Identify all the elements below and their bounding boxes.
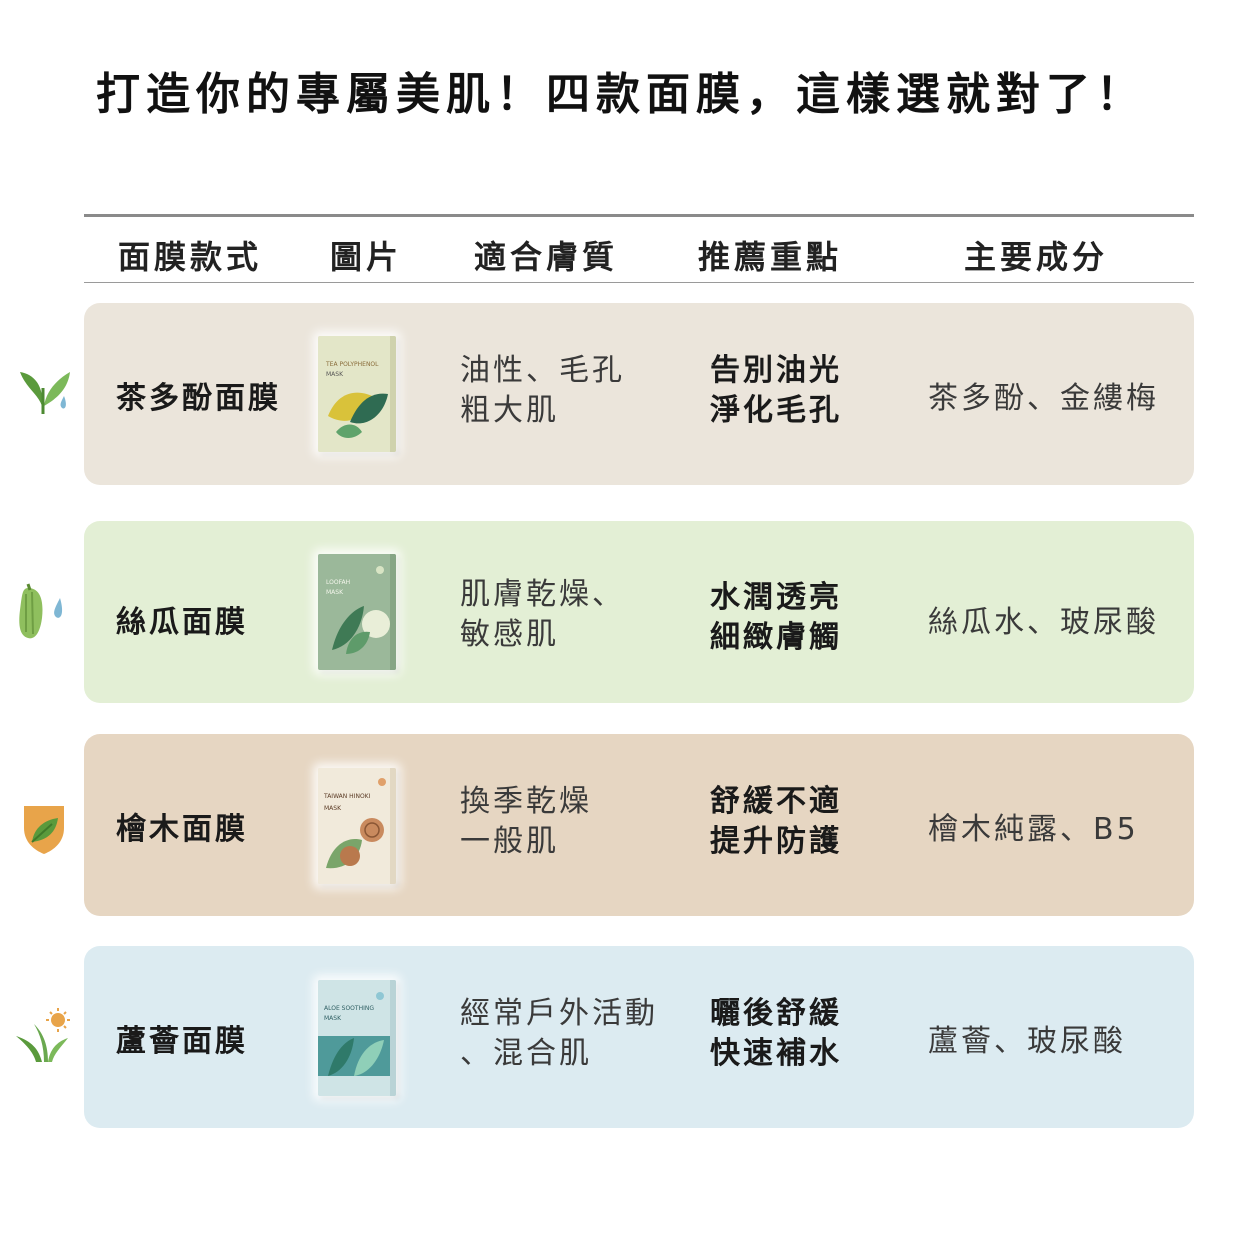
row-name: 絲瓜面膜 (116, 605, 248, 640)
header-top-rule (84, 214, 1194, 217)
loofah-mask-package-image: LOOFAH MASK (318, 554, 396, 670)
point-line-2: 快速補水 (710, 1036, 842, 1071)
point-line-1: 舒緩不適 (710, 784, 842, 819)
package-sub: MASK (326, 371, 344, 378)
skin-line-1: 油性、毛孔 (460, 353, 625, 388)
package-text: TAIWAN HINOKI (323, 793, 371, 800)
header-point: 推薦重點 (698, 238, 843, 276)
package-sub: MASK (326, 589, 344, 596)
package-text: ALOE SOOTHING (324, 1005, 374, 1012)
skin-line-2: 敏感肌 (460, 617, 559, 652)
header-ingredients: 主要成分 (964, 238, 1109, 276)
row-name: 檜木面膜 (116, 812, 248, 847)
ingredients: 絲瓜水、玻尿酸 (928, 605, 1159, 640)
point-line-2: 細緻膚觸 (710, 620, 842, 655)
page-title: 打造你的專屬美肌！四款面膜，這樣選就對了！ (96, 69, 1146, 120)
shield-leaf-icon (14, 798, 74, 858)
loofah-icon (14, 582, 74, 642)
row-hinoki: 檜木面膜 TAIWAN HINOKI MASK 換季乾燥 一般肌 舒緩不適 提升… (84, 734, 1194, 916)
row-name: 蘆薈面膜 (116, 1024, 248, 1059)
package-text: TEA POLYPHENOL (325, 361, 379, 368)
skin-line-1: 換季乾燥 (460, 784, 592, 819)
header-skin: 適合膚質 (474, 238, 619, 276)
point-line-1: 曬後舒緩 (710, 996, 842, 1031)
ingredients: 檜木純露、B5 (928, 812, 1139, 847)
row-tea: 茶多酚面膜 TEA POLYPHENOL MASK 油性、毛孔 粗大肌 告別油光… (84, 303, 1194, 485)
point-line-1: 告別油光 (710, 353, 842, 388)
aloe-sun-icon (14, 1006, 74, 1066)
package-sub: MASK (324, 805, 342, 812)
header-bottom-rule (84, 282, 1194, 283)
point-line-2: 提升防護 (710, 824, 842, 859)
row-loofah: 絲瓜面膜 LOOFAH MASK 肌膚乾燥、 敏感肌 水潤透亮 細緻膚觸 絲瓜水… (84, 521, 1194, 703)
skin-line-1: 肌膚乾燥、 (460, 577, 625, 612)
package-sub: MASK (324, 1015, 342, 1022)
point-line-2: 淨化毛孔 (710, 393, 842, 428)
skin-line-2: 粗大肌 (460, 393, 559, 428)
header-image: 圖片 (330, 238, 403, 276)
row-aloe: 蘆薈面膜 ALOE SOOTHING MASK 經常戶外活動 、混合肌 曬後舒緩… (84, 946, 1194, 1128)
package-text: LOOFAH (326, 579, 350, 586)
tea-mask-package-image: TEA POLYPHENOL MASK (318, 336, 396, 452)
point-line-1: 水潤透亮 (710, 580, 842, 615)
ingredients: 茶多酚、金縷梅 (928, 381, 1159, 416)
skin-line-1: 經常戶外活動 (460, 996, 658, 1031)
header-style: 面膜款式 (118, 238, 263, 276)
tea-leaf-icon (14, 358, 74, 418)
row-name: 茶多酚面膜 (116, 381, 281, 416)
aloe-mask-package-image: ALOE SOOTHING MASK (318, 980, 396, 1096)
hinoki-mask-package-image: TAIWAN HINOKI MASK (318, 768, 396, 884)
skin-line-2: 一般肌 (460, 824, 559, 859)
ingredients: 蘆薈、玻尿酸 (928, 1024, 1126, 1059)
skin-line-2: 、混合肌 (460, 1036, 592, 1071)
